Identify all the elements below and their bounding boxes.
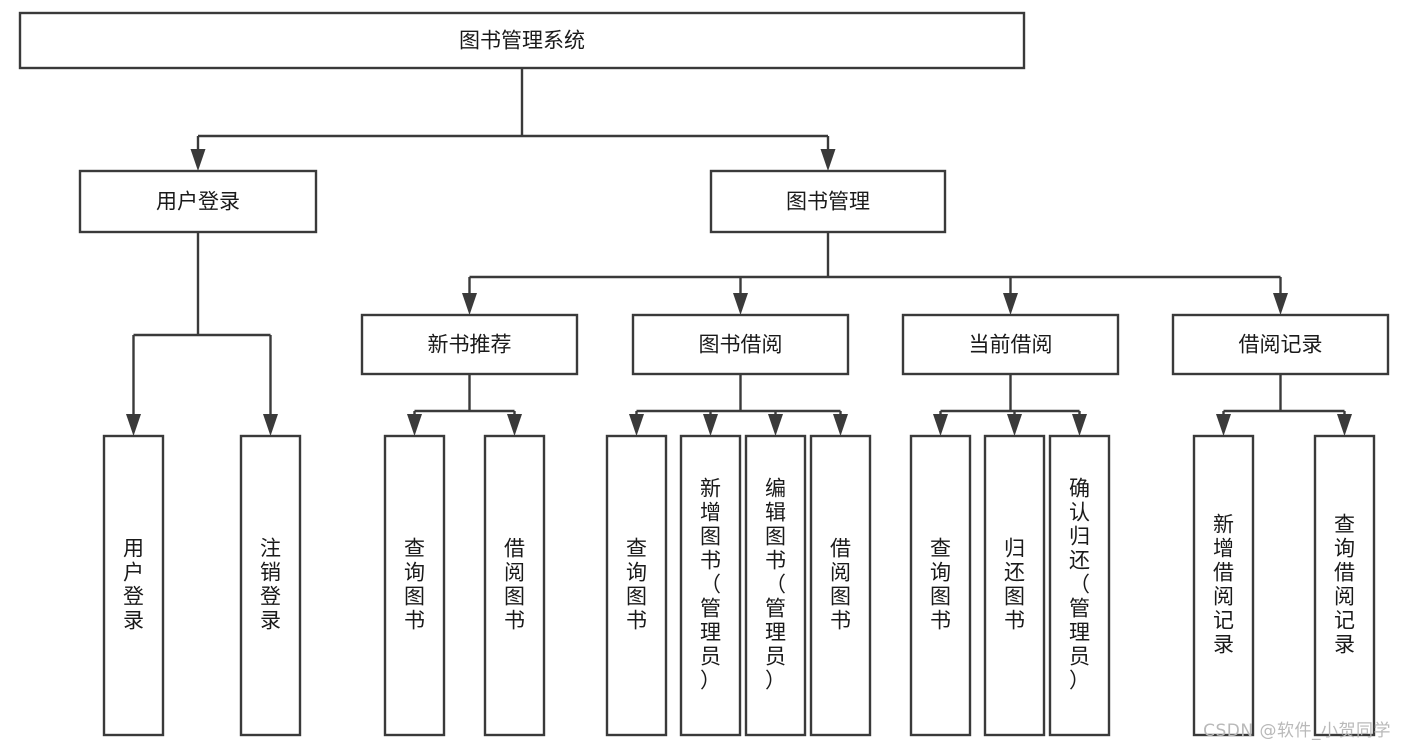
node-leaf-user-login-box[interactable] [102, 434, 165, 737]
arrow-head-icon [820, 149, 836, 171]
node-leaf-borrow-book-2-box[interactable] [809, 434, 872, 737]
node-user-login-label: 用户登录 [156, 190, 240, 214]
node-leaf-user-logout-label: 注销登录 [260, 537, 281, 633]
arrow-head-icon [1007, 414, 1022, 436]
node-book-borrow-box[interactable] [631, 313, 850, 376]
arrow-head-icon [1003, 293, 1018, 315]
arrow-head-icon [1216, 414, 1231, 436]
node-leaf-query-record[interactable]: 查询借阅记录 [1313, 434, 1376, 737]
node-leaf-query-record-box[interactable] [1313, 434, 1376, 737]
node-leaf-add-record-box[interactable] [1192, 434, 1255, 737]
arrow-head-icon [933, 414, 948, 436]
node-leaf-query-book-2[interactable]: 查询图书 [605, 434, 668, 737]
node-leaf-user-logout-box[interactable] [239, 434, 302, 737]
arrow-head-icon [1072, 414, 1087, 436]
node-borrow-record[interactable]: 借阅记录 [1171, 313, 1390, 376]
node-leaf-confirm-return-label: 确认归还（管理员） [1069, 477, 1090, 693]
node-leaf-query-book-1[interactable]: 查询图书 [383, 434, 446, 737]
node-leaf-edit-book[interactable]: 编辑图书（管理员） [744, 434, 807, 737]
node-new-book-rec-label: 新书推荐 [428, 333, 512, 357]
node-new-book-rec[interactable]: 新书推荐 [360, 313, 579, 376]
arrow-head-icon [629, 414, 644, 436]
arrow-head-icon [768, 414, 783, 436]
node-current-borrow[interactable]: 当前借阅 [901, 313, 1120, 376]
node-leaf-query-book-2-label: 查询图书 [626, 537, 647, 633]
node-leaf-borrow-book-1[interactable]: 借阅图书 [483, 434, 546, 737]
node-leaf-add-record-label: 新增借阅记录 [1213, 513, 1234, 657]
arrow-head-icon [190, 149, 206, 171]
arrow-head-icon [733, 293, 748, 315]
node-leaf-confirm-return-box[interactable] [1048, 434, 1111, 737]
arrow-head-icon [507, 414, 522, 436]
node-root[interactable]: 图书管理系统 [18, 11, 1026, 70]
arrow-head-icon [833, 414, 848, 436]
node-borrow-record-label: 借阅记录 [1239, 333, 1323, 357]
node-book-manage[interactable]: 图书管理 [709, 169, 947, 234]
node-leaf-add-book[interactable]: 新增图书（管理员） [679, 434, 742, 737]
node-leaf-edit-book-box[interactable] [744, 434, 807, 737]
node-leaf-edit-book-label: 编辑图书（管理员） [765, 477, 786, 693]
node-leaf-query-record-label: 查询借阅记录 [1334, 513, 1355, 657]
node-borrow-record-box[interactable] [1171, 313, 1390, 376]
node-leaf-query-book-1-box[interactable] [383, 434, 446, 737]
arrow-head-icon [1273, 293, 1288, 315]
node-book-manage-box[interactable] [709, 169, 947, 234]
connector-layer [126, 68, 1352, 436]
node-leaf-user-login[interactable]: 用户登录 [102, 434, 165, 737]
node-book-borrow[interactable]: 图书借阅 [631, 313, 850, 376]
node-book-manage-label: 图书管理 [786, 190, 870, 214]
arrow-head-icon [462, 293, 477, 315]
node-root-label: 图书管理系统 [459, 29, 585, 53]
node-leaf-query-book-2-box[interactable] [605, 434, 668, 737]
node-leaf-borrow-book-2-label: 借阅图书 [830, 537, 851, 633]
node-leaf-query-book-1-label: 查询图书 [404, 537, 425, 633]
arrow-head-icon [263, 414, 278, 436]
node-leaf-return-book-label: 归还图书 [1004, 537, 1025, 633]
node-leaf-add-book-label: 新增图书（管理员） [700, 477, 721, 693]
node-leaf-add-record[interactable]: 新增借阅记录 [1192, 434, 1255, 737]
node-current-borrow-label: 当前借阅 [969, 333, 1053, 357]
node-leaf-return-book-box[interactable] [983, 434, 1046, 737]
node-leaf-confirm-return[interactable]: 确认归还（管理员） [1048, 434, 1111, 737]
node-leaf-return-book[interactable]: 归还图书 [983, 434, 1046, 737]
node-user-login-box[interactable] [78, 169, 318, 234]
node-current-borrow-box[interactable] [901, 313, 1120, 376]
watermark-text: CSDN @软件_小贺同学 [1203, 721, 1391, 741]
node-leaf-borrow-book-2[interactable]: 借阅图书 [809, 434, 872, 737]
node-book-borrow-label: 图书借阅 [699, 333, 783, 357]
arrow-head-icon [126, 414, 141, 436]
node-leaf-user-login-label: 用户登录 [123, 537, 144, 633]
node-leaf-query-book-3-box[interactable] [909, 434, 972, 737]
arrow-head-icon [407, 414, 422, 436]
node-layer: 图书管理系统用户登录图书管理新书推荐图书借阅当前借阅借阅记录用户登录注销登录查询… [18, 11, 1390, 737]
node-leaf-query-book-3[interactable]: 查询图书 [909, 434, 972, 737]
node-leaf-user-logout[interactable]: 注销登录 [239, 434, 302, 737]
node-leaf-query-book-3-label: 查询图书 [930, 537, 951, 633]
arrow-head-icon [703, 414, 718, 436]
node-leaf-borrow-book-1-label: 借阅图书 [504, 537, 525, 633]
arrow-head-icon [1337, 414, 1352, 436]
node-leaf-add-book-box[interactable] [679, 434, 742, 737]
node-root-box[interactable] [18, 11, 1026, 70]
node-new-book-rec-box[interactable] [360, 313, 579, 376]
node-user-login[interactable]: 用户登录 [78, 169, 318, 234]
node-leaf-borrow-book-1-box[interactable] [483, 434, 546, 737]
